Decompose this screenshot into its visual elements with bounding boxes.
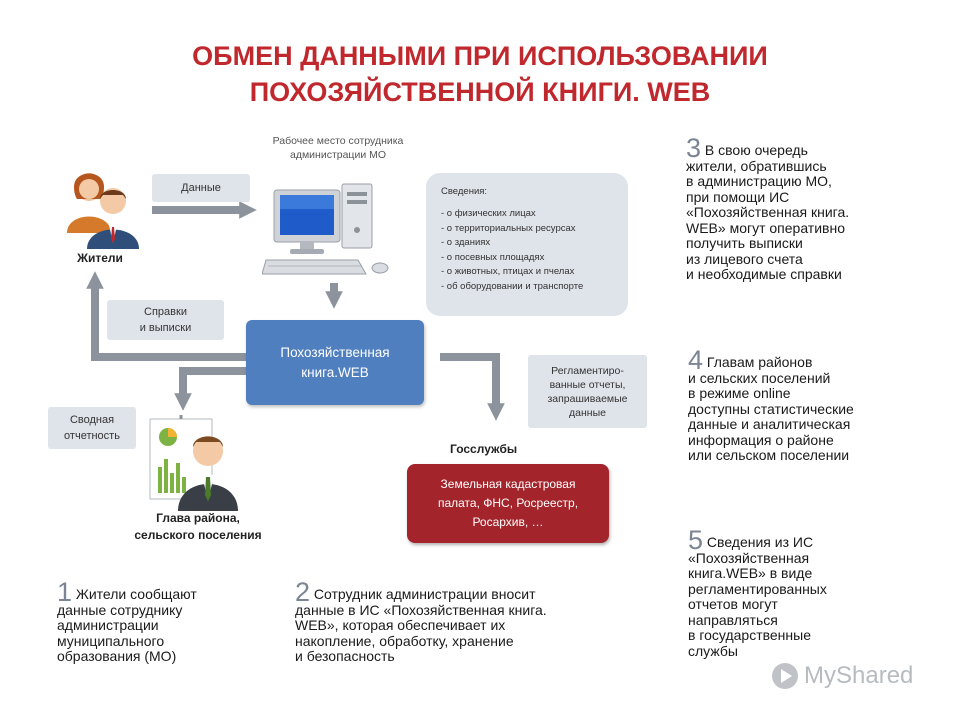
note-5-number: 5: [688, 525, 704, 555]
info-panel-heading: Сведения:: [441, 186, 488, 197]
note-2-number: 2: [295, 577, 311, 607]
data-box: Данные: [152, 174, 250, 202]
note-3-number: 3: [686, 133, 702, 163]
computer-icon: [262, 183, 389, 275]
household-book-box: Похозяйственная книга.WEB: [246, 320, 424, 405]
info-item: - о территориальных ресурсах: [441, 222, 576, 234]
info-panel: Сведения: - о физических лицах - о терри…: [426, 173, 628, 316]
residents-label: Жители: [77, 251, 123, 265]
gov-services-label: Госслужбы: [450, 442, 518, 456]
note-4: 4 Главам районов и сельских поселений в …: [688, 345, 854, 463]
agencies-box: Земельная кадастровая палата, ФНС, Росре…: [407, 464, 609, 543]
note-1: 1 Жители сообщают данные сотруднику адми…: [57, 577, 197, 664]
page-title: ОБМЕН ДАННЫМИ ПРИ ИСПОЛЬЗОВАНИИ ПОХОЗЯЙС…: [0, 38, 960, 110]
workstation-caption: Рабочее место сотрудника администрации М…: [272, 135, 404, 161]
certificates-box: Справки и выписки: [107, 300, 224, 340]
district-head-label: Глава района, сельского поселения: [134, 511, 262, 542]
watermark: MyShared: [770, 660, 913, 692]
arrow-book-to-head: [174, 367, 246, 411]
info-panel-list: - о физических лицах - о территориальных…: [441, 207, 583, 294]
arrow-book-to-agencies: [440, 353, 505, 421]
title-line-1: ОБМЕН ДАННЫМИ ПРИ ИСПОЛЬЗОВАНИИ: [192, 41, 768, 71]
play-logo-icon: [772, 663, 798, 689]
note-5: 5 Сведения из ИС «Похозяйственная книга.…: [688, 525, 827, 659]
residents-icon: [67, 173, 139, 249]
arrow-book-to-residents: [86, 271, 246, 361]
note-2: 2 Сотрудник администрации вносит данные …: [295, 577, 547, 664]
district-head-icon: [149, 415, 238, 511]
note-4-number: 4: [688, 345, 704, 375]
note-3: 3 В свою очередь жители, обратившись в а…: [686, 133, 850, 282]
note-1-number: 1: [57, 577, 73, 607]
info-item: - об оборудовании и транспорте: [441, 280, 584, 292]
info-item: - о физических лицах: [441, 208, 536, 219]
info-item: - о животных, птицах и пчелах: [441, 266, 575, 277]
info-item: - о посевных площадях: [441, 251, 545, 263]
summary-report-box: Сводная отчетность: [48, 407, 136, 449]
info-item: - о зданиях: [441, 237, 491, 248]
regulated-reports-box: Регламентиро- ванные отчеты, запрашиваем…: [528, 355, 647, 428]
title-line-2: ПОХОЗЯЙСТВЕННОЙ КНИГИ. WEB: [249, 77, 711, 107]
watermark-text: MyShared: [804, 662, 914, 689]
